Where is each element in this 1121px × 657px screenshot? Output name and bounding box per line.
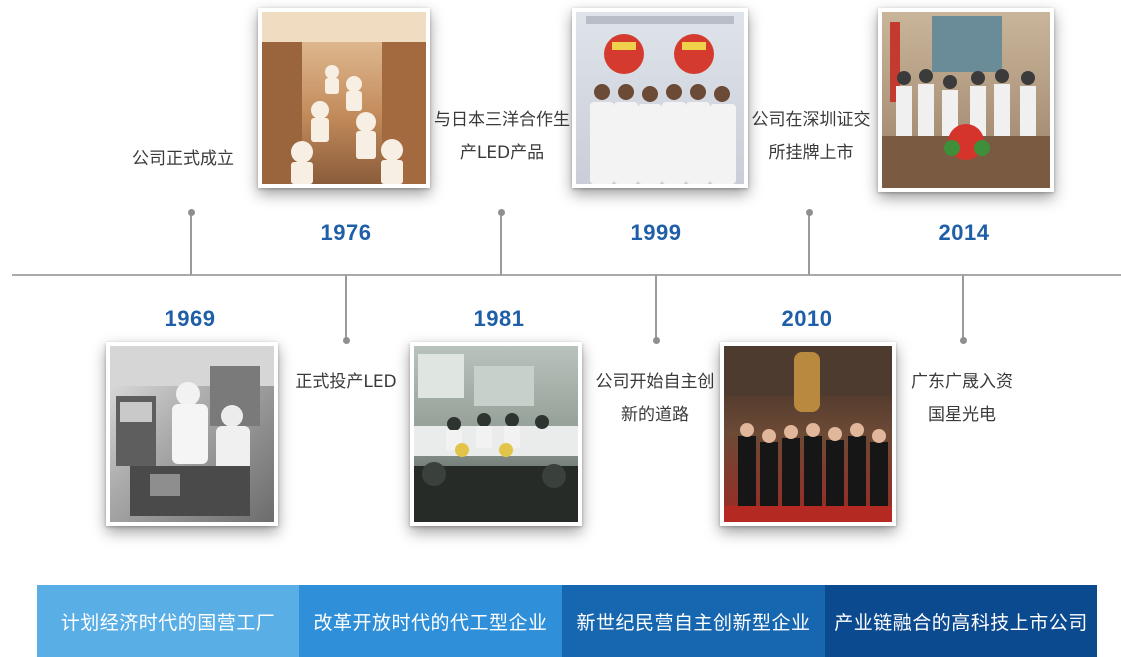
caption-line: 产LED产品 — [459, 143, 545, 163]
caption-line: 广东广晟入资 — [911, 372, 1013, 392]
stem-1999 — [655, 275, 657, 341]
era-band-high-tech-listed: 产业链融合的高科技上市公司 — [825, 585, 1097, 657]
era-label: 计划经济时代的国营工厂 — [60, 611, 276, 634]
stem-dot-1976 — [343, 337, 350, 344]
caption-line: 公司正式成立 — [132, 149, 234, 169]
stem-1976 — [345, 275, 347, 341]
stem-1969 — [190, 212, 192, 275]
caption-line: 正式投产LED — [295, 372, 397, 392]
year-label-2010: 2010 — [781, 306, 833, 331]
stem-dot-1969 — [188, 209, 195, 216]
caption-line: 所挂牌上市 — [768, 143, 854, 163]
era-label: 产业链融合的高科技上市公司 — [834, 611, 1088, 634]
caption-1981: 与日本三洋合作生 产LED产品 — [432, 104, 572, 170]
caption-line: 公司在深圳证交 — [751, 110, 871, 130]
year-label-1999: 1999 — [630, 220, 682, 245]
era-band-new-century: 新世纪民营自主创新型企业 — [562, 585, 825, 657]
caption-2010: 公司在深圳证交 所挂牌上市 — [744, 104, 878, 170]
photo-1976-assembly-line — [258, 8, 430, 188]
stem-2014 — [962, 275, 964, 341]
year-label-1981: 1981 — [473, 306, 525, 331]
caption-line: 与日本三洋合作生 — [434, 110, 570, 130]
photo-2010-listing-ceremony — [720, 342, 896, 526]
stem-dot-1981 — [498, 209, 505, 216]
stem-dot-2010 — [806, 209, 813, 216]
photo-2014-signing — [878, 8, 1054, 192]
year-label-1969: 1969 — [164, 306, 216, 331]
era-band-planned-economy: 计划经济时代的国营工厂 — [37, 585, 299, 657]
caption-line: 新的道路 — [621, 405, 689, 425]
stem-2010 — [808, 212, 810, 275]
era-band-reform-opening: 改革开放时代的代工型企业 — [299, 585, 562, 657]
caption-line: 公司开始自主创 — [595, 372, 715, 392]
year-label-2014: 2014 — [938, 220, 990, 245]
era-label: 新世纪民营自主创新型企业 — [576, 611, 811, 634]
stem-dot-2014 — [960, 337, 967, 344]
caption-1969: 公司正式成立 — [120, 143, 246, 176]
timeline-axis — [12, 274, 1121, 276]
caption-1976: 正式投产LED — [290, 366, 402, 399]
photo-1969-factory — [106, 342, 278, 526]
photo-1981-meeting — [410, 342, 582, 526]
photo-1999-group — [572, 8, 748, 188]
era-label: 改革开放时代的代工型企业 — [313, 611, 548, 634]
stem-1981 — [500, 212, 502, 275]
stem-dot-1999 — [653, 337, 660, 344]
year-label-1976: 1976 — [320, 220, 372, 245]
caption-line: 国星光电 — [928, 405, 996, 425]
caption-2014: 广东广晟入资 国星光电 — [904, 366, 1020, 432]
caption-1999: 公司开始自主创 新的道路 — [590, 366, 720, 432]
